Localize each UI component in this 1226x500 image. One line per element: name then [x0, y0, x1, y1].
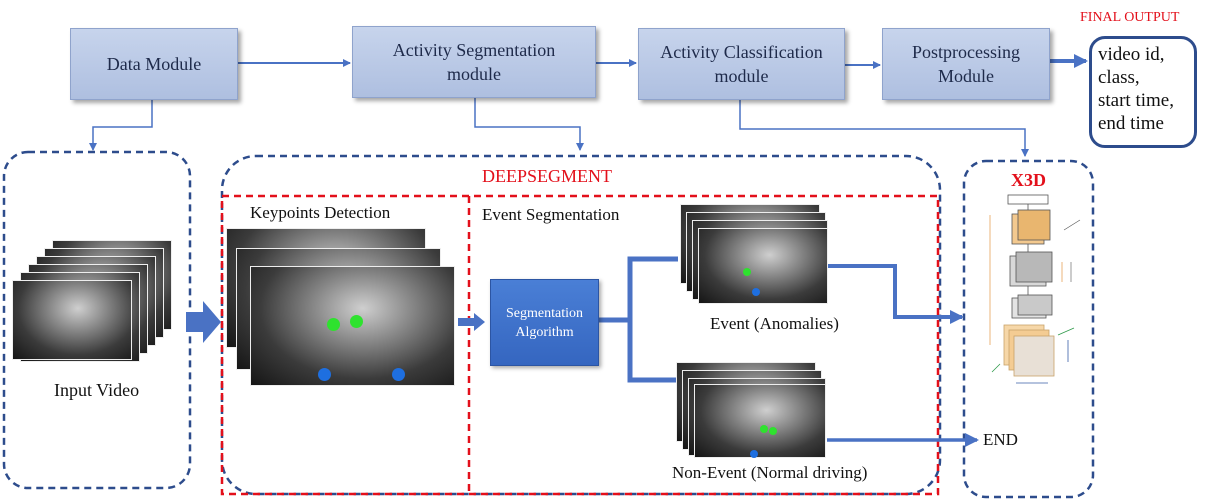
postprocessing-label-line1: Postprocessing: [912, 42, 1020, 62]
event-segmentation-title: Event Segmentation: [482, 205, 620, 224]
final-output-line: class,: [1098, 67, 1140, 88]
x3d-container: [962, 159, 1095, 499]
keypoint-hand-marker: [318, 368, 331, 381]
nonevent-label: Non-Event (Normal driving): [672, 463, 868, 482]
final-output-line: start time,: [1098, 90, 1174, 111]
keypoints-detection-title: Keypoints Detection: [250, 203, 391, 222]
activity-segmentation-label-line2: module: [447, 64, 501, 84]
final-output-line: end time: [1098, 113, 1164, 134]
segmentation-algorithm-line2: Algorithm: [515, 324, 574, 340]
event-keypoint-marker: [752, 288, 760, 296]
arrow-input-to-keypoints: [186, 301, 221, 343]
activity-segmentation-module-box: Activity Segmentation module: [352, 26, 596, 98]
input-video-container: [2, 150, 192, 490]
arrow-event-to-x3d: [827, 264, 964, 324]
event-label: Event (Anomalies): [710, 314, 839, 333]
branch-algorithm-to-nonevent: [627, 320, 678, 383]
segmentation-algorithm-line1: Segmentation: [506, 305, 583, 321]
connector-data-to-input: [89, 98, 153, 151]
activity-classification-label-line2: module: [714, 66, 769, 86]
keypoint-face-marker: [327, 318, 340, 331]
keypoint-face-marker: [350, 315, 363, 328]
branch-algorithm-to-event: [597, 256, 678, 323]
deepsegment-title: DEEPSEGMENT: [482, 166, 612, 186]
activity-classification-module-box: Activity Classification module: [638, 28, 845, 100]
event-keypoint-marker: [743, 268, 751, 276]
final-output-line: video id,: [1098, 44, 1165, 65]
connector-classification-to-x3d: [739, 98, 1029, 157]
nonevent-keypoint-marker: [750, 450, 758, 458]
postprocessing-module-box: Postprocessing Module: [882, 28, 1050, 100]
final-output-box: video id, class, start time, end time: [1089, 36, 1197, 148]
input-video-label: Input Video: [54, 380, 140, 400]
x3d-network-diagram: [989, 194, 1081, 384]
activity-classification-label-line1: Activity Classification: [660, 42, 823, 62]
nonevent-keypoint-marker: [769, 427, 777, 435]
keypoint-hand-marker: [392, 368, 405, 381]
x3d-title: X3D: [1011, 170, 1046, 190]
arrow-keypoints-to-algorithm: [458, 313, 485, 331]
deepsegment-red-frame: [220, 194, 940, 496]
final-output-title: FINAL OUTPUT: [1080, 10, 1180, 25]
data-module-label: Data Module: [106, 54, 202, 74]
data-module-box: Data Module: [70, 28, 238, 100]
activity-segmentation-label-line1: Activity Segmentation: [392, 40, 556, 60]
segmentation-algorithm-box: Segmentation Algorithm: [490, 279, 599, 366]
nonevent-keypoint-marker: [760, 425, 768, 433]
postprocessing-label-line2: Module: [938, 66, 994, 86]
end-label: END: [983, 430, 1018, 449]
connector-segmentation-to-deepsegment: [474, 96, 584, 151]
